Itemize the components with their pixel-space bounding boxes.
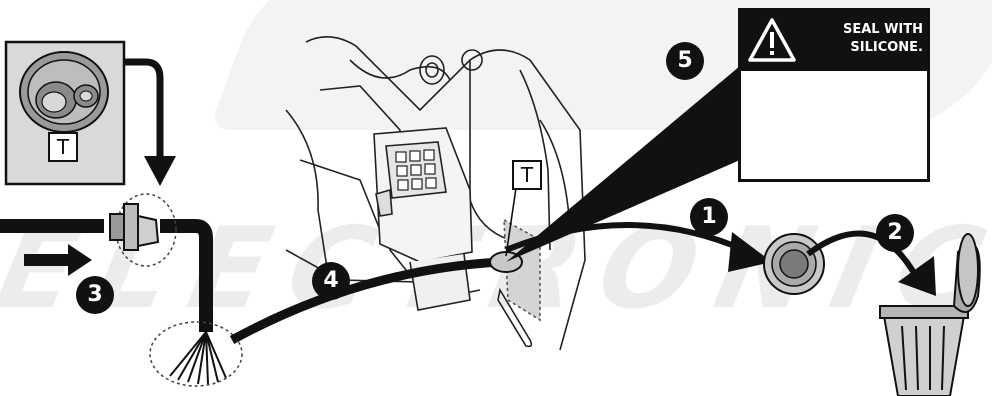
step-badge-4: 4 bbox=[312, 262, 350, 300]
inset-arrowhead bbox=[144, 156, 176, 186]
terminal-label-inset: T bbox=[48, 132, 78, 162]
wire-fan bbox=[150, 322, 242, 386]
step-badge-2: 2 bbox=[876, 214, 914, 252]
step-badge-3: 3 bbox=[76, 276, 114, 314]
terminal-label-vehicle: T bbox=[512, 160, 542, 190]
warning-line-2: SILICONE. bbox=[797, 39, 923, 57]
warning-line-1: SEAL WITH bbox=[797, 21, 923, 39]
warning-header: SEAL WITH SILICONE. bbox=[741, 11, 927, 71]
warning-box: SEAL WITH SILICONE. bbox=[738, 8, 930, 182]
trash-bin bbox=[880, 234, 980, 396]
warning-text: SEAL WITH SILICONE. bbox=[797, 21, 923, 57]
warning-triangle-icon bbox=[747, 16, 797, 66]
step-badge-1: 1 bbox=[690, 198, 728, 236]
cable-bend bbox=[160, 226, 206, 332]
push-arrow bbox=[24, 244, 92, 276]
inset-arrow bbox=[124, 62, 160, 160]
step-badge-5: 5 bbox=[666, 42, 704, 80]
rubber-plug bbox=[764, 234, 824, 294]
grommet-inset bbox=[6, 42, 124, 184]
